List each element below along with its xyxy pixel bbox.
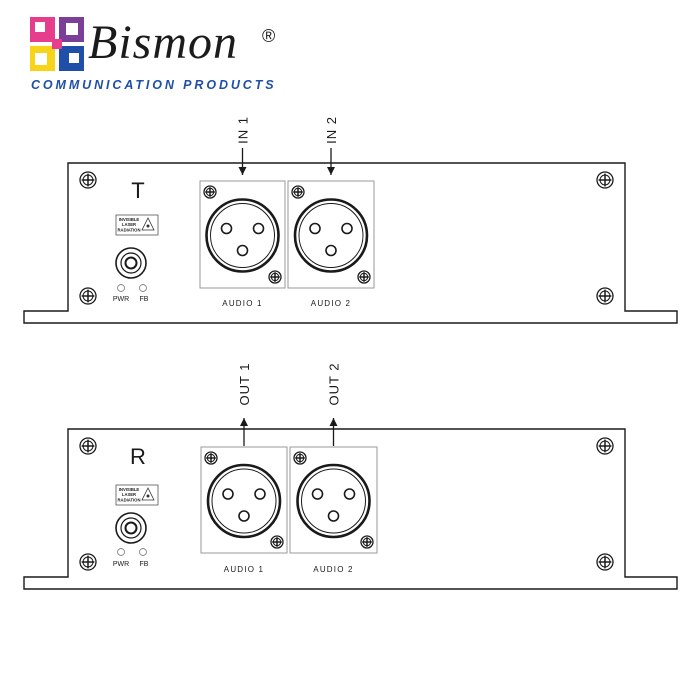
screw-icon: [270, 535, 284, 549]
led-label: PWR: [113, 561, 129, 568]
led-pwr-icon: [117, 548, 125, 556]
audio-port-label: AUDIO 2: [311, 299, 351, 308]
optical-port-icon: [115, 247, 147, 279]
registered-mark: ®: [262, 26, 276, 46]
led-label: FB: [140, 296, 149, 303]
brand-name: Bismon: [88, 16, 238, 69]
laser-warning-text: RADIATION: [118, 227, 141, 232]
screw-icon: [203, 185, 217, 199]
laser-warning-text: INVISIBLE: [119, 487, 140, 492]
signal-label: OUT 2: [327, 362, 342, 405]
screw-icon: [293, 451, 307, 465]
xlr-connector-icon: [200, 446, 288, 554]
screw-icon: [79, 437, 97, 455]
signal-label: IN 2: [324, 116, 339, 144]
laser-warning-icon: [141, 487, 155, 501]
led-fb-icon: [139, 548, 147, 556]
xlr-connector-icon: [287, 180, 375, 289]
screw-icon: [360, 535, 374, 549]
led-fb-icon: [139, 284, 147, 292]
signal-label: OUT 1: [237, 362, 252, 405]
audio-port-label: AUDIO 1: [224, 565, 264, 574]
signal-arrow: [238, 148, 247, 175]
screw-icon: [357, 270, 371, 284]
screw-icon: [79, 287, 97, 305]
screw-icon: [204, 451, 218, 465]
led-label: PWR: [113, 296, 129, 303]
brand-tagline: COMMUNICATION PRODUCTS: [31, 78, 277, 92]
xlr-connector-icon: [289, 446, 378, 554]
brand-logo-mark: [30, 17, 84, 71]
screw-icon: [596, 171, 614, 189]
laser-warning-icon: [141, 217, 155, 231]
signal-label: IN 1: [236, 116, 251, 144]
optical-port-icon: [115, 512, 147, 544]
xlr-connector-icon: [199, 180, 286, 289]
laser-warning-text: LASER: [122, 492, 136, 497]
screw-icon: [291, 185, 305, 199]
laser-warning-text: INVISIBLE: [119, 217, 140, 222]
audio-port-label: AUDIO 2: [313, 565, 353, 574]
screw-icon: [79, 553, 97, 571]
signal-arrow: [327, 148, 335, 175]
led-label: FB: [140, 561, 149, 568]
screw-icon: [79, 171, 97, 189]
screw-icon: [596, 553, 614, 571]
signal-arrow: [329, 418, 338, 446]
screw-icon: [596, 287, 614, 305]
panel-letter: R: [130, 444, 146, 469]
signal-arrow: [240, 418, 248, 446]
panel-letter: T: [131, 178, 144, 203]
screw-icon: [268, 270, 282, 284]
laser-warning-text: LASER: [122, 222, 136, 227]
laser-warning-text: RADIATION: [118, 497, 141, 502]
screw-icon: [596, 437, 614, 455]
led-pwr-icon: [117, 284, 125, 292]
audio-port-label: AUDIO 1: [222, 299, 262, 308]
